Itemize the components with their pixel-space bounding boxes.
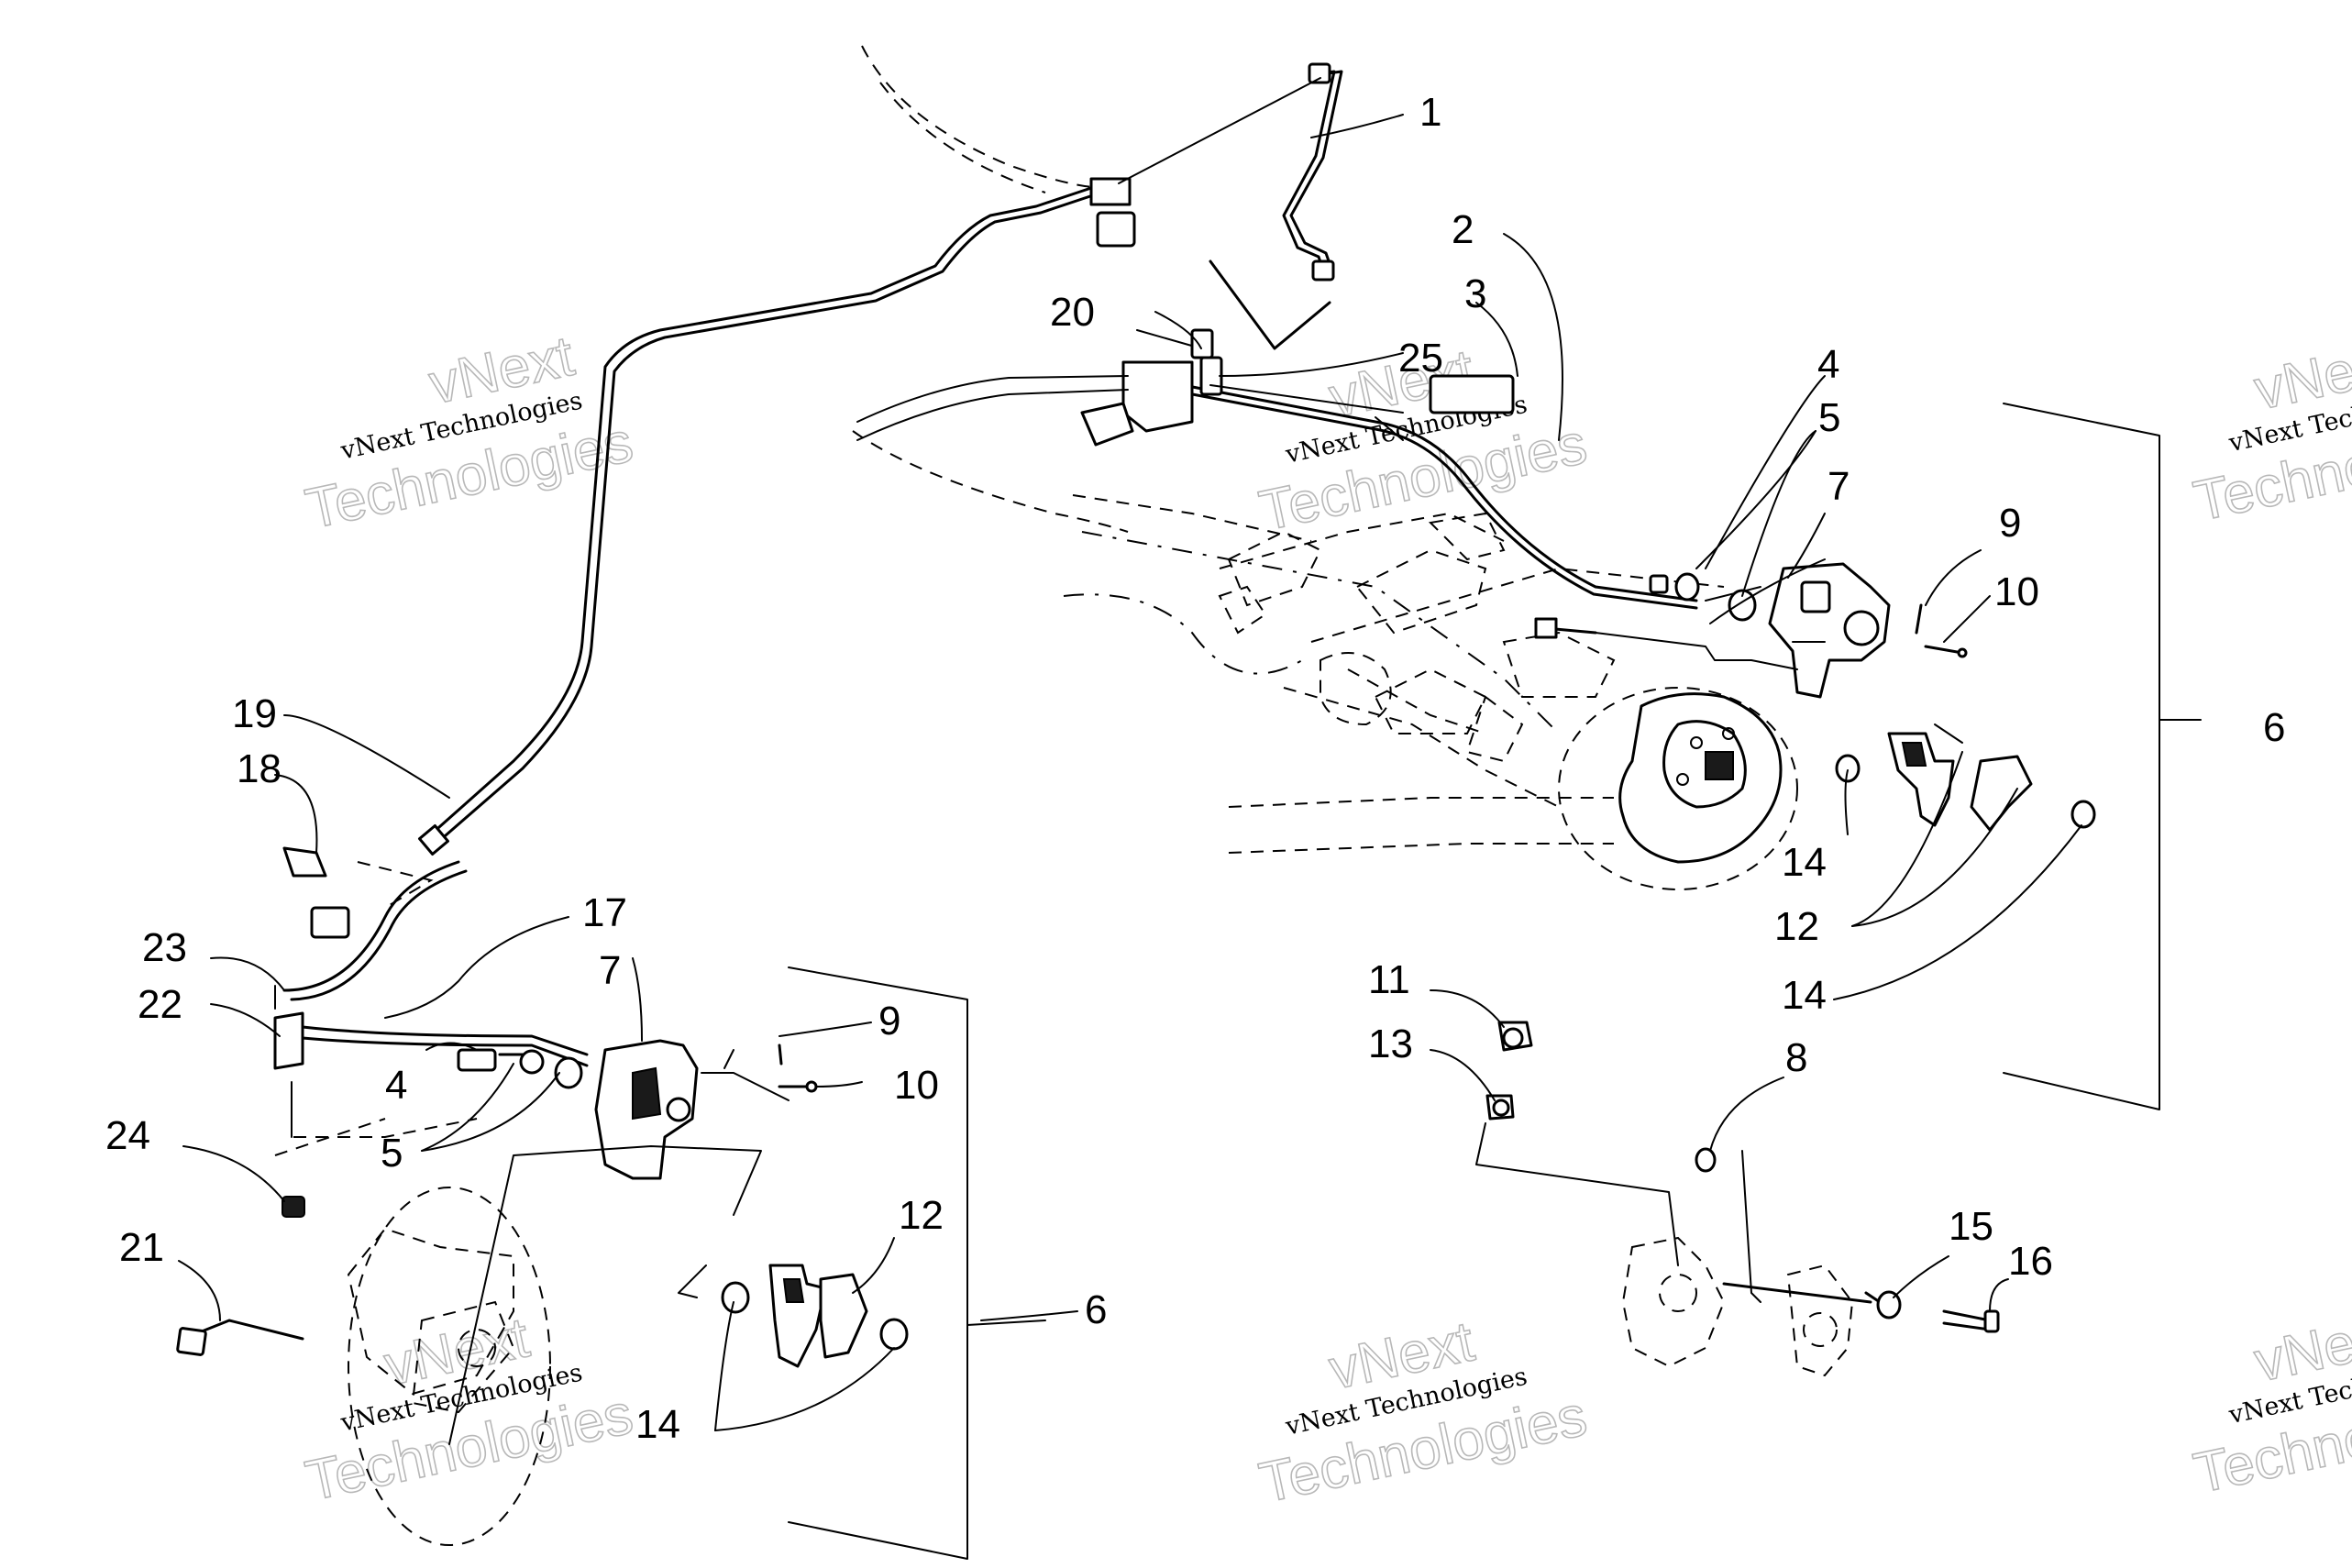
callout-9-lower: 9 bbox=[878, 999, 900, 1043]
callout-18: 18 bbox=[237, 746, 282, 791]
lower-brake-hose bbox=[273, 846, 589, 1218]
callout-10-upper: 10 bbox=[1994, 569, 2039, 614]
watermark-lower-center: vNext vNext Technologies Technologies bbox=[1253, 1309, 1593, 1517]
lower-caliper bbox=[594, 1039, 818, 1180]
upper-pads bbox=[1835, 723, 2096, 832]
callout-15: 15 bbox=[1949, 1204, 1993, 1249]
callout-4-lower: 4 bbox=[385, 1063, 407, 1108]
upper-caliper bbox=[1534, 562, 1968, 699]
callout-17: 17 bbox=[582, 890, 627, 935]
watermark-upper-left: vNext vNext Technologies Technologies bbox=[300, 324, 639, 542]
lower-knuckle-disc bbox=[176, 1187, 551, 1546]
watermark-upper-right: vNext vNext Technologies Technologies bbox=[2188, 329, 2352, 534]
callout-10-lower: 10 bbox=[894, 1063, 939, 1108]
callout-8: 8 bbox=[1785, 1035, 1807, 1080]
callout-23: 23 bbox=[142, 925, 187, 970]
watermark-lower-right: vNext vNext Technologies Technologies bbox=[2188, 1301, 2352, 1506]
callout-7-upper: 7 bbox=[1827, 464, 1850, 509]
callout-9-upper: 9 bbox=[1999, 501, 2021, 546]
callout-22: 22 bbox=[138, 982, 182, 1027]
callout-14-upper: 14 bbox=[1782, 840, 1827, 885]
callout-12-lower: 12 bbox=[899, 1193, 944, 1238]
callout-24: 24 bbox=[105, 1113, 150, 1158]
upper-right-hub bbox=[1558, 687, 1798, 890]
callout-14-upper-b: 14 bbox=[1782, 973, 1827, 1018]
brake-line-1 bbox=[1118, 62, 1343, 282]
callout-5-upper: 5 bbox=[1818, 395, 1840, 440]
upper-brake-hose bbox=[1181, 374, 1761, 610]
callout-6-lower: 6 bbox=[1085, 1287, 1107, 1332]
callout-20: 20 bbox=[1050, 290, 1095, 335]
callout-7-lower: 7 bbox=[599, 948, 621, 993]
callout-4-upper: 4 bbox=[1817, 342, 1839, 387]
callout-13: 13 bbox=[1368, 1021, 1413, 1066]
callout-12-upper: 12 bbox=[1774, 904, 1819, 949]
callout-2: 2 bbox=[1452, 207, 1474, 252]
callout-1: 1 bbox=[1419, 90, 1441, 135]
upper-group-bracket bbox=[1709, 403, 2202, 1110]
callout-14-lower: 14 bbox=[635, 1402, 680, 1447]
lower-pads bbox=[721, 1264, 909, 1368]
lower-right-assembly bbox=[1475, 1021, 2000, 1377]
callout-19: 19 bbox=[232, 691, 277, 736]
callout-21: 21 bbox=[119, 1225, 164, 1270]
part-3-block bbox=[1429, 374, 1515, 414]
callout-5-lower: 5 bbox=[381, 1131, 403, 1176]
callout-6-upper: 6 bbox=[2263, 705, 2285, 750]
callout-25: 25 bbox=[1398, 336, 1443, 381]
callout-16: 16 bbox=[2008, 1239, 2053, 1284]
callout-labels: 1 2 3 4 5 7 9 10 6 14 12 14 20 25 19 18 … bbox=[105, 90, 2285, 1447]
brake-line-main bbox=[418, 177, 1136, 856]
junction-block bbox=[1089, 177, 1132, 206]
part-24-nut bbox=[282, 1196, 305, 1218]
callout-11: 11 bbox=[1368, 957, 1410, 1002]
upper-bracket bbox=[856, 259, 1404, 447]
leader-lines bbox=[178, 114, 2082, 1431]
lower-group-bracket bbox=[448, 966, 1046, 1560]
callout-3: 3 bbox=[1464, 271, 1486, 316]
